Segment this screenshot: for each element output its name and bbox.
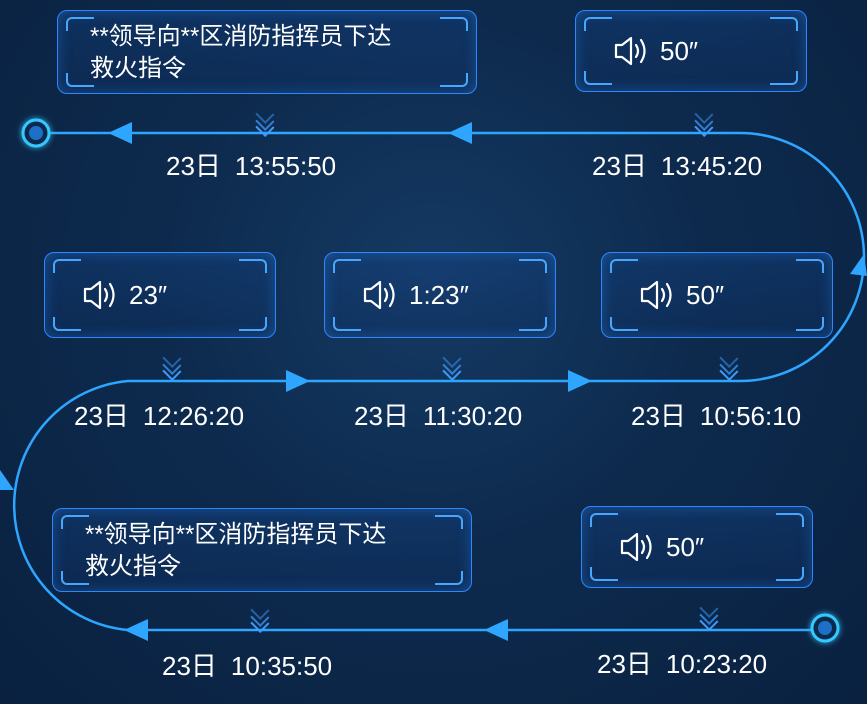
event-card-text[interactable]: **领导向**区消防指挥员下达 救火指令 [52,508,472,592]
audio-play-button[interactable]: 23″ [81,253,167,337]
timeline-node-icon [810,613,840,643]
audio-duration: 50″ [666,531,705,562]
audio-message-card[interactable]: 50″ [601,252,833,338]
route-arrow [108,122,132,144]
audio-message-card[interactable]: 1:23″ [324,252,556,338]
audio-play-button[interactable]: 50″ [618,507,704,587]
route-arrow [124,619,148,641]
route-arrow [286,370,310,392]
audio-message-card[interactable]: 50″ [581,506,813,588]
route-arrow [568,370,592,392]
route-arrow [850,254,867,276]
chevron-down-icon [694,104,714,138]
chevron-down-icon [255,104,275,138]
audio-message-card[interactable]: 50″ [575,10,807,92]
event-description: **领导向**区消防指挥员下达 救火指令 [85,521,387,580]
audio-play-button[interactable]: 50″ [638,253,724,337]
chevron-down-icon [719,348,739,382]
route-arrow [484,619,508,641]
audio-duration: 50″ [686,279,725,310]
speaker-icon [83,280,115,310]
audio-play-button[interactable]: 50″ [612,11,698,91]
route-line [12,131,866,632]
speaker-icon [620,532,652,562]
chevron-down-icon [699,598,719,632]
chevron-down-icon [250,600,270,634]
chevron-down-icon [162,348,182,382]
event-description: **领导向**区消防指挥员下达 救火指令 [90,23,392,82]
speaker-icon [640,280,672,310]
timeline-node-icon [21,118,51,148]
speaker-icon [363,280,395,310]
audio-duration: 50″ [660,35,699,66]
route-arrow [448,122,472,144]
event-card-text[interactable]: **领导向**区消防指挥员下达 救火指令 [57,10,477,94]
route-arrow [0,470,14,490]
audio-duration: 23″ [129,279,168,310]
audio-play-button[interactable]: 1:23″ [361,253,469,337]
chevron-down-icon [442,348,462,382]
speaker-icon [614,36,646,66]
audio-duration: 1:23″ [409,279,469,310]
audio-message-card[interactable]: 23″ [44,252,276,338]
